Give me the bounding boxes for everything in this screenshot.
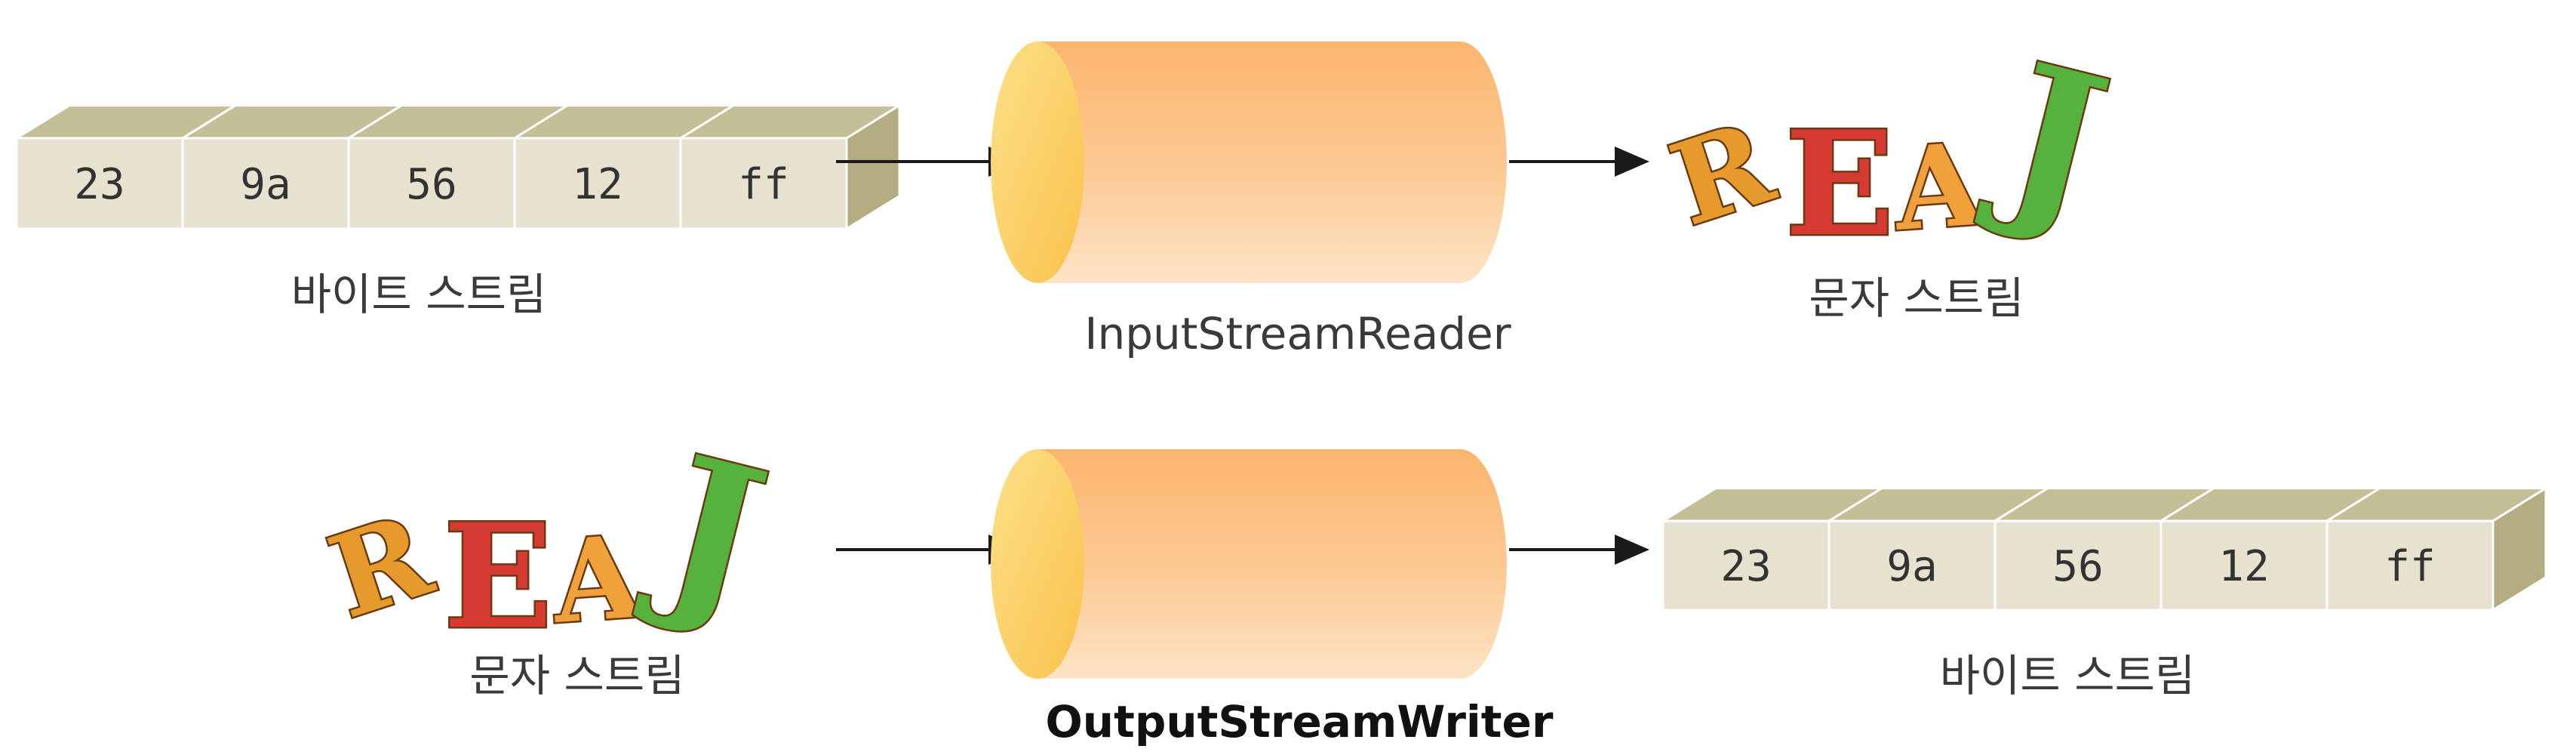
top-byte-stream-label: 바이트 스트림 [291, 269, 547, 320]
top-char-stream-label: 문자 스트림 [1809, 273, 2024, 324]
bottom-byte-stream: 23 9a 56 12 ff [1658, 485, 2550, 612]
byte-value: 12 [572, 160, 622, 209]
byte-box: 9a [1824, 487, 2052, 612]
byte-value: 23 [1720, 542, 1771, 591]
byte-box: ff [676, 103, 904, 231]
input-stream-reader-label: InputStreamReader [1084, 308, 1511, 359]
byte-value: 9a [240, 160, 290, 209]
byte-value: ff [2384, 542, 2435, 591]
bottom-byte-stream-label: 바이트 스트림 [1940, 650, 2196, 701]
top-byte-stream: 23 9a 56 12 ff [12, 103, 904, 231]
byte-box: 23 [12, 104, 240, 230]
letter-j: J [1972, 17, 2126, 257]
byte-box: 12 [510, 104, 738, 230]
letter-e: E [444, 492, 553, 661]
letter-r: R [315, 488, 446, 644]
letter-a: A [1889, 118, 1989, 257]
bottom-char-stream-label: 문자 스트림 [469, 650, 684, 701]
letter-j: J [630, 410, 784, 650]
top-arrow-out-reader-head [1615, 146, 1649, 177]
letter-a: A [547, 510, 647, 649]
byte-value: 12 [2218, 542, 2269, 591]
byte-box: ff [2322, 485, 2550, 612]
byte-value: 9a [1886, 542, 1937, 591]
output-stream-writer-cylinder [991, 449, 1507, 679]
input-stream-reader-cylinder [991, 42, 1507, 283]
byte-value: 56 [406, 160, 456, 209]
letter-r: R [1656, 96, 1788, 251]
byte-value: 23 [74, 160, 124, 209]
byte-value: ff [738, 160, 788, 209]
bottom-arrow-out-writer-head [1615, 535, 1649, 565]
byte-value: 56 [2052, 542, 2103, 591]
output-stream-writer-label: OutputStreamWriter [1046, 696, 1554, 747]
letter-e: E [1785, 100, 1895, 268]
